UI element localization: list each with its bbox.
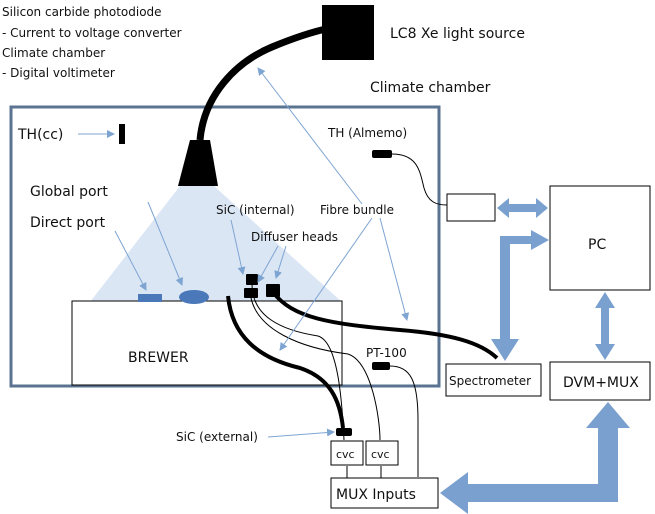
mux-inputs-label: MUX Inputs (336, 487, 416, 503)
brewer-box (71, 300, 343, 386)
diffuser-heads-label: Diffuser heads (251, 230, 338, 244)
legend-line-4: - Digital voltimeter (2, 66, 115, 80)
cvc-box-1 (330, 440, 364, 466)
th-almemo-label: TH (Almemo) (327, 126, 407, 140)
pc-dvm-link-arrow (595, 292, 615, 360)
pointer-diffuser-2 (274, 245, 287, 279)
th-almemo-interface-box (446, 193, 496, 222)
pointer-global-port (147, 201, 184, 286)
pointer-fibre-mid (279, 217, 373, 351)
th-almemo-sensor (372, 150, 392, 158)
mux-inputs-box (330, 477, 439, 509)
dvm-mux-box (549, 361, 651, 401)
pointer-direct-port (114, 230, 147, 291)
pc-spectrometer-link-arrow (491, 230, 549, 361)
legend-line-1: Silicon carbide photodiode (2, 5, 162, 19)
dvm-mux-inputs-link-arrow (440, 402, 630, 514)
spectrometer-label: Spectrometer (449, 374, 531, 388)
pt100-label: PT-100 (366, 346, 407, 360)
direct-port (138, 294, 162, 302)
climate-chamber-border (9, 105, 441, 388)
light-source-box (322, 5, 374, 60)
legend-line-3: Climate chamber (2, 46, 105, 60)
global-port-label: Global port (30, 184, 108, 200)
sic-internal-cable (251, 283, 345, 441)
diffuser-cable (250, 297, 381, 441)
sic-external-sensor (336, 428, 352, 436)
fibre-cable (271, 290, 499, 360)
fibre-bundle-label: Fibre bundle (320, 203, 394, 217)
pointer-fibre-spectrometer (379, 217, 410, 321)
direct-port-label: Direct port (30, 215, 106, 231)
pt100-cable (389, 365, 419, 477)
sic-internal-label: SiC (internal) (216, 203, 295, 217)
global-port (179, 290, 209, 304)
brewer-label: BREWER (128, 350, 189, 366)
sic-external-cable (226, 295, 345, 429)
pointer-fibre-light-source (257, 67, 363, 205)
light-guide-cable (196, 24, 331, 141)
cvc-label-1: cvc (336, 448, 355, 461)
climate-chamber-label: Climate chamber (370, 80, 491, 96)
th-cc-sensor (119, 124, 125, 144)
dvm-mux-label: DVM+MUX (563, 375, 639, 391)
pointer-sic-external (267, 428, 335, 438)
diffuser-head-1 (244, 288, 258, 298)
sic-internal-sensor (246, 274, 258, 285)
th-cc-label: TH(cc) (17, 127, 63, 143)
pointer-sic-internal (230, 219, 246, 275)
legend-line-2: - Current to voltage converter (2, 26, 182, 40)
spectrometer-box (445, 363, 542, 397)
th-almemo-cable (391, 153, 448, 206)
pointer-diffuser-1 (257, 245, 279, 283)
lamp-head (178, 140, 218, 186)
cvc-label-2: cvc (371, 448, 390, 461)
light-source-label: LC8 Xe light source (390, 26, 525, 42)
cvc-box-2 (365, 440, 399, 466)
sic-external-label: SiC (external) (176, 430, 258, 444)
pt100-sensor (372, 362, 390, 370)
pc-box (549, 185, 651, 291)
pc-label: PC (588, 237, 606, 253)
interface-pc-link-arrow (497, 198, 548, 218)
